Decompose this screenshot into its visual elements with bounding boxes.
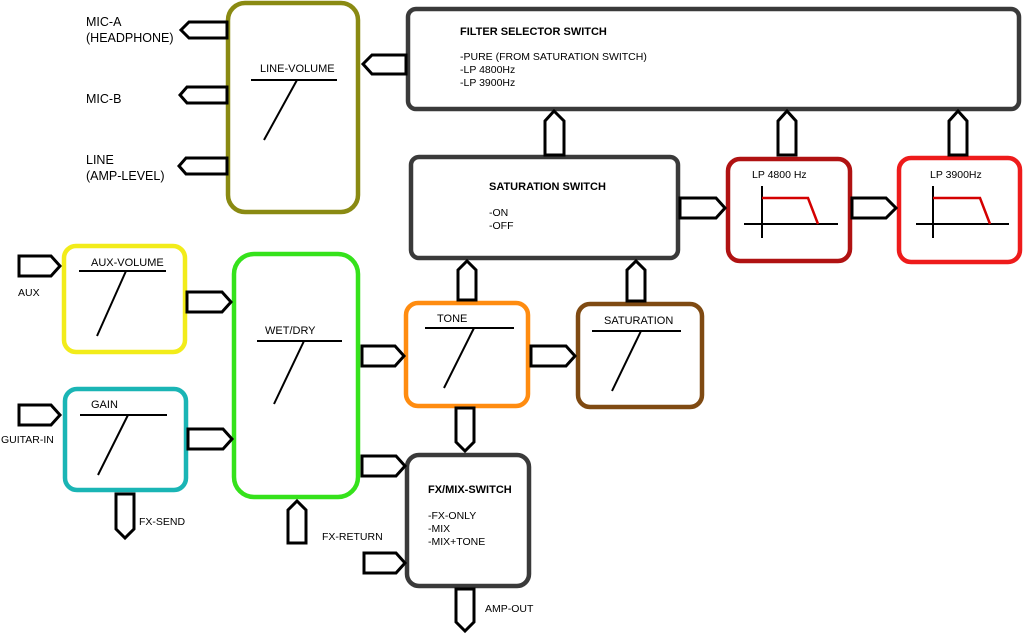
lp4800-to-lp3900-arrow-icon [850,196,899,220]
fx-return-arrow-icon [286,498,308,545]
tone-to-fx-mix-arrow-icon [454,406,476,454]
aux-input-arrow-icon [17,254,63,278]
tone-label: TONE [437,313,467,325]
aux-volume-frame [61,243,188,355]
line-volume-block: LINE-VOLUME [225,0,361,215]
guitar-input-arrow-icon [17,403,63,427]
saturation-switch-to-filter-arrow-icon [543,108,566,157]
fx-mix-switch-title: FX/MIX-SWITCH [428,484,512,496]
wet-dry-block: WET/DRY [231,251,361,500]
fx-mix-switch-option: -MIX+TONE [428,536,485,548]
lowpass-response-icon [744,186,838,238]
line-label: LINE [86,153,114,167]
fx-send-arrow-icon [114,492,136,541]
lp4800-block: LP 4800 Hz [725,156,853,264]
wet-dry-label: WET/DRY [265,325,316,337]
line-volume-label: LINE-VOLUME [260,63,335,75]
tone-block: TONE [403,300,531,409]
guitar-in-label: GUITAR-IN [1,434,54,446]
filter-selector-block: FILTER SELECTOR SWITCH -PURE (FROM SATUR… [405,6,1022,112]
lp4800-label: LP 4800 Hz [752,169,807,181]
fx-mix-switch-block: FX/MIX-SWITCH -FX-ONLY -MIX -MIX+TONE [404,452,532,589]
lp3900-frame [896,155,1023,265]
wet-dry-knob-icon [257,340,342,405]
saturation-label: SATURATION [604,315,673,327]
gain-knob-icon [80,414,167,476]
port-labels: MIC-A (HEADPHONE) MIC-B LINE (AMP-LEVEL)… [1,15,534,615]
tone-knob-icon [425,327,514,389]
fx-mix-switch-frame [404,452,532,589]
lp3900-block: LP 3900Hz [896,155,1023,265]
line-output-arrow-icon [177,156,229,176]
tone-to-saturation-switch-arrow-icon [456,258,478,302]
lowpass-response-icon [916,186,1009,238]
fx-mix-switch-option: -MIX [428,523,450,535]
amp-out-arrow-icon [454,587,476,634]
saturation-frame [575,301,705,410]
aux-volume-label: AUX-VOLUME [91,257,164,269]
lp3900-to-filter-arrow-icon [947,108,969,157]
gain-block: GAIN [62,386,189,493]
filter-selector-title: FILTER SELECTOR SWITCH [460,26,607,38]
fx-send-label: FX-SEND [139,516,186,528]
saturation-switch-block: SATURATION SWITCH -ON -OFF [408,154,681,261]
tone-to-saturation-arrow-icon [529,344,578,368]
connectors [17,20,969,634]
mic-a-label: MIC-A [86,15,122,29]
mic-b-label: MIC-B [86,92,121,106]
gain-label: GAIN [91,399,118,411]
aux-volume-to-wet-dry-arrow-icon [185,290,234,314]
line-volume-frame [225,0,361,215]
saturation-block: SATURATION [575,301,705,410]
filter-selector-option: -PURE (FROM SATURATION SWITCH) [460,51,647,63]
saturation-switch-option: -ON [489,207,508,219]
mic-a-sublabel: (HEADPHONE) [86,31,174,45]
wet-dry-to-fx-mix-arrow-icon [360,454,408,478]
wet-dry-frame [231,251,361,500]
saturation-switch-option: -OFF [489,220,514,232]
filter-selector-frame [405,6,1022,112]
saturation-knob-icon [592,330,681,392]
aux-label: AUX [18,287,40,299]
wet-dry-to-tone-arrow-icon [360,344,407,368]
fx-return-to-fx-mix-arrow-icon [362,551,408,575]
saturation-switch-title: SATURATION SWITCH [489,181,606,193]
mic-b-output-arrow-icon [178,85,229,105]
lp4800-frame [725,156,853,264]
fx-return-label: FX-RETURN [322,531,383,543]
aux-volume-block: AUX-VOLUME [61,243,188,355]
line-volume-knob-icon [251,79,337,141]
lp3900-label: LP 3900Hz [930,169,982,181]
gain-frame [62,386,189,493]
lp4800-to-filter-arrow-icon [776,108,798,157]
aux-volume-knob-icon [79,270,166,337]
amp-out-label: AMP-OUT [485,603,534,615]
fx-mix-switch-option: -FX-ONLY [428,510,476,522]
saturation-switch-frame [408,154,681,261]
saturation-to-saturation-switch-arrow-icon [625,258,647,303]
filter-selector-option: -LP 4800Hz [460,64,515,76]
filter-selector-option: -LP 3900Hz [460,77,515,89]
line-sublabel: (AMP-LEVEL) [86,169,165,183]
filter-to-line-volume-arrow-icon [360,53,408,76]
gain-to-wet-dry-arrow-icon [186,427,235,451]
mic-a-output-arrow-icon [178,20,229,40]
saturation-switch-to-lp4800-arrow-icon [678,196,728,220]
